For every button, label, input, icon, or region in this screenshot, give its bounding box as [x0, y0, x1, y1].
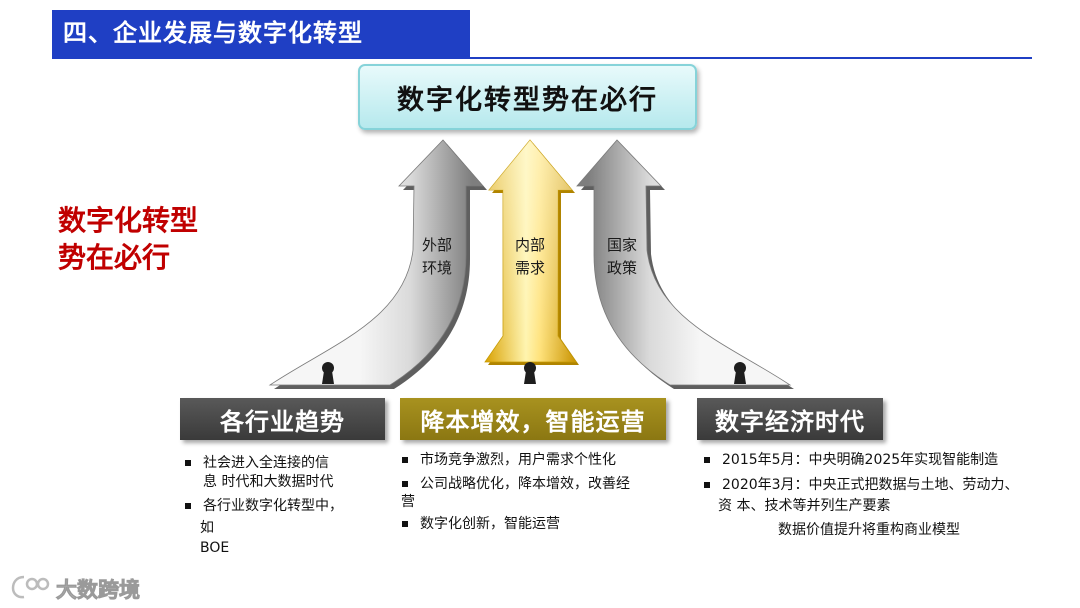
list-item-line: 市场竞争激烈，用户需求个性化 [420, 451, 616, 469]
list-item-line: 数字化创新，智能运营 [420, 515, 560, 533]
list-item-line: 2020年3月：中央正式把数据与土地、劳动力、 [722, 476, 1019, 494]
arrow-label-policy: 国家 政策 [600, 234, 644, 280]
list-item-line: BOE [200, 539, 229, 557]
bullet-marker [704, 457, 710, 463]
pillar-header-cost-efficiency: 降本增效，智能运营 [400, 398, 666, 440]
arrow-label-external: 外部 环境 [415, 234, 459, 280]
pillar-title: 降本增效，智能运营 [421, 402, 646, 437]
bullet-marker [704, 482, 710, 488]
arrow-label-line: 需求 [508, 257, 552, 280]
bullet-marker [185, 503, 191, 509]
arrow-label-line: 外部 [415, 234, 459, 257]
arrow-label-line: 国家 [600, 234, 644, 257]
keyhole-icon [322, 362, 334, 384]
arrow-label-line: 政策 [600, 257, 644, 280]
brand-logo-icon [10, 573, 52, 601]
list-item-line: 公司战略优化，降本增效，改善经 [420, 475, 630, 493]
list-item-line: 资 本、技术等并列生产要素 [718, 497, 890, 515]
pillar-header-industry-trends: 各行业趋势 [180, 398, 385, 440]
pillar-header-digital-economy: 数字经济时代 [697, 398, 883, 440]
pillar-title: 各行业趋势 [220, 402, 345, 437]
list-item-line: 各行业数字化转型中， [203, 497, 343, 515]
arrow-label-internal: 内部 需求 [508, 234, 552, 280]
keyhole-icon [734, 362, 746, 384]
bullet-marker [402, 481, 408, 487]
list-item-line: 社会进入全连接的信 [203, 454, 329, 472]
bullet-marker [402, 457, 408, 463]
list-item-line: 2015年5月：中央明确2025年实现智能制造 [722, 451, 998, 469]
bullet-marker [402, 521, 408, 527]
arrow-label-line: 内部 [508, 234, 552, 257]
conclusion-text: 数据价值提升将重构商业模型 [778, 521, 960, 539]
pillar-title: 数字经济时代 [715, 402, 865, 437]
keyhole-icon [524, 362, 536, 384]
watermark-text: 大数跨境 [56, 574, 140, 604]
list-item-line: 如 [200, 519, 214, 537]
list-item-line: 营 [401, 493, 415, 511]
list-item-line: 息 时代和大数据时代 [203, 473, 333, 491]
arrow-label-line: 环境 [415, 257, 459, 280]
bullet-marker [185, 460, 191, 466]
